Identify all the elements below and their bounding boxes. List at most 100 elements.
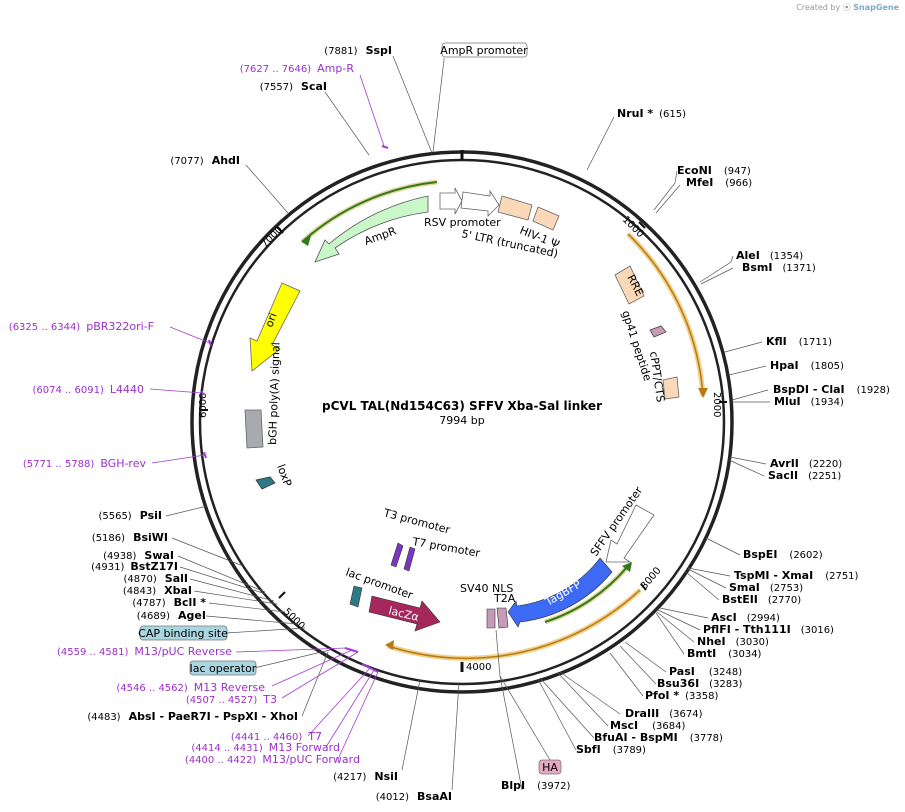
rsv-promoter-arrow-2 [460,189,500,217]
rsv-promoter-arrow-1 [439,187,463,215]
leader-kfli [724,341,763,353]
ori-label: ori [263,311,280,329]
leader-psii [165,505,208,517]
site-blpi: BlpI [501,779,525,792]
leader-nrui [586,116,615,171]
site-mlui: MluI [774,395,801,408]
leader-blpi [499,675,523,791]
site-sacii: SacII [768,469,798,482]
svg-text:(4843)XbaI: (4843)XbaI [123,584,192,597]
leader-m13-puc-reverse [235,647,347,653]
primer-t7: T7 [307,730,322,743]
site-sspi: SspI [366,44,392,57]
site-sspi-pos: (7881) [324,46,357,57]
bgh-label: bGH poly(A) signal [266,342,283,445]
primer-amp-r: Amp-R [317,62,354,75]
svg-text:KflI(1711): KflI(1711) [766,335,832,348]
t2a-feature [496,607,509,629]
svg-text:BmtI(3034): BmtI(3034) [687,647,762,660]
svg-text:EcoNI(947): EcoNI(947) [677,164,751,177]
leader-sbfi [537,678,577,751]
cap-binding-site-box [139,625,228,641]
primer-m13-forward: M13 Forward [269,741,340,754]
cppt-feature [662,376,680,400]
ha-label: HA [542,761,558,774]
primer-l4440: L4440 [110,383,144,396]
svg-text:BspDI - ClaI(1928): BspDI - ClaI(1928) [773,383,890,396]
tagbfp-feature [507,557,613,628]
primer-t3: T3 [262,693,277,706]
leader-bsu36i [619,645,657,685]
tick-1000 [638,221,646,229]
svg-text:(4483)AbsI - PaeR7I - PspXI -: (4483)AbsI - PaeR7I - PspXI - XhoI [87,710,298,723]
svg-text:SbfI(3789): SbfI(3789) [576,743,646,756]
site-bcli-pos: (4787) [132,598,165,609]
tick-3000 [640,583,647,591]
rsv-promoter-label: RSV promoter [424,216,501,229]
svg-text:(4870)SalI: (4870)SalI [124,572,188,585]
svg-text:AleI(1354): AleI(1354) [736,249,803,262]
primer-amp-r-range: (7627 .. 7646) [240,64,312,75]
site-bsiwi: BsiWI [133,531,168,544]
t2a-label: T2A [493,592,516,605]
site-bmti: BmtI [687,647,716,660]
primer-labels: (7627 .. 7646)Amp-R (6325 .. 6344)pBR322… [9,62,360,766]
svg-text:BsmI(1371): BsmI(1371) [742,261,816,274]
leader-pfoi [609,652,644,697]
site-econi-pos: (947) [724,166,751,177]
leader-bsiwi [171,537,244,567]
tick-label-2000: 2000 [711,392,722,417]
loxp-label: loxP [274,463,294,489]
site-sbfi-pos: (3789) [613,745,646,756]
leader-bsmi [700,267,734,285]
site-bsaai-pos: (4012) [376,792,409,803]
primer-m13-reverse-range: (4546 .. 4562) [116,683,188,694]
site-bstz17i-pos: (4931) [91,562,124,573]
leader-sali [189,578,275,602]
site-tspmi-xmai-pos: (2751) [825,571,858,582]
site-sali-pos: (4870) [124,574,157,585]
ltr-feature [497,195,533,221]
tick-7000 [276,226,284,234]
svg-text:(7881)SspI: (7881) SspI [324,44,392,57]
tagbfp-orf-arrowhead [622,562,632,572]
leader-pbr322ori-f [169,326,211,344]
svg-text:MluI(1934): MluI(1934) [774,395,844,408]
primer-t3-range: (4507 .. 4527) [186,695,258,706]
site-bstz17i: BstZ17I [130,560,178,573]
leader-pflfi [657,609,701,631]
leader-nhei [656,611,695,643]
site-bspdi-clai: BspDI - ClaI [773,383,845,396]
site-absi-xhoi: AbsI - PaeR7I - PspXI - XhoI [129,710,298,723]
site-bsteii-pos: (2770) [768,595,801,606]
leader-l4440 [149,388,203,394]
svg-text:SmaI(2753): SmaI(2753) [729,581,803,594]
svg-text:BfuAI - BspMI(3778): BfuAI - BspMI(3778) [594,731,723,744]
site-bfuai-bspmi: BfuAI - BspMI [594,731,678,744]
leader-cap [225,627,306,634]
leader-asci [659,607,709,619]
site-mfei: MfeI [686,176,713,189]
site-agei: AgeI [178,609,206,622]
sv40-feature [486,608,496,629]
svg-text:BspEI(2602): BspEI(2602) [743,548,823,561]
primer-m13-forward-range: (4414 .. 4431) [191,743,263,754]
right-site-leaders [495,116,770,791]
left-site-leaders [165,55,460,791]
svg-text:(7627 .. 7646)Amp-R: (7627 .. 7646) Amp-R [240,62,355,75]
t7-promoter-label: T7 promoter [410,535,481,560]
svg-text:(4507 .. 4527)T3: (4507 .. 4527) T3 [186,693,277,706]
lac-promoter-feature [349,585,363,608]
svg-text:BstEII(2770): BstEII(2770) [722,593,801,606]
orf-right-arrowhead [698,388,708,398]
leader-m13-reverse [271,649,353,687]
hiv-psi-feature [532,206,560,231]
site-blpi-pos: (3972) [537,781,570,792]
site-bsmi-pos: (1371) [783,263,816,274]
svg-text:(7077)AhdI: (7077)AhdI [170,154,240,167]
primer-m13-reverse: M13 Reverse [194,681,265,694]
primer-m13-puc-reverse: M13/pUC Reverse [134,645,232,658]
primer-mark-amp-r [381,145,389,149]
site-ahdi: AhdI [212,154,240,167]
svg-text:(4400 .. 4422)M13/pUC Forward: (4400 .. 4422)M13/pUC Forward [185,753,360,766]
